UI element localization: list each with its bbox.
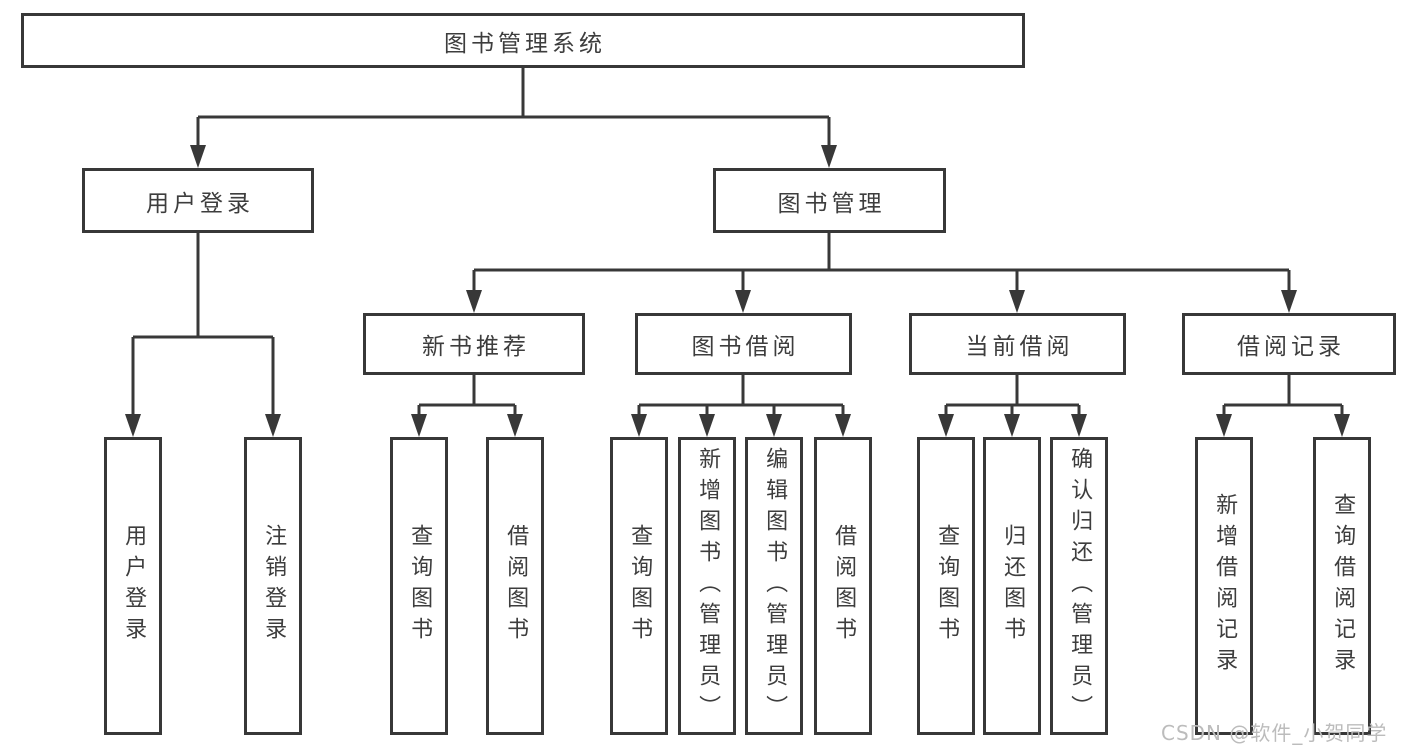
node-user-login: 用户登录 (82, 168, 314, 233)
leaf-label: 用户登录 (121, 524, 147, 648)
arrow-down-icon (190, 145, 206, 168)
leaf-query-books: 查询图书 (917, 437, 975, 735)
node-label: 当前借阅 (965, 334, 1074, 360)
connector-userlogin-to-leaves (131, 232, 275, 420)
arrowheads (125, 145, 1350, 437)
leaf-borrow-books: 借阅图书 (486, 437, 544, 735)
connector-root-to-level2 (196, 66, 831, 150)
arrow-down-icon (1071, 414, 1087, 437)
node-label: 用户登录 (146, 190, 254, 217)
node-borrow-records: 借阅记录 (1182, 313, 1396, 375)
leaf-confirm-return-admin: 确认归还（管理员） (1050, 437, 1108, 735)
connector-newbook-to-leaves (417, 374, 517, 420)
node-book-management: 图书管理 (713, 168, 946, 233)
arrow-down-icon (699, 414, 715, 437)
leaf-label: 注销登录 (261, 524, 287, 648)
leaf-borrow-books: 借阅图书 (814, 437, 872, 735)
node-current-borrow: 当前借阅 (909, 313, 1126, 375)
connector-bookmgmt-to-level3 (472, 232, 1291, 295)
leaf-return-books: 归还图书 (983, 437, 1041, 735)
leaf-edit-books-admin: 编辑图书（管理员） (745, 437, 803, 735)
arrow-down-icon (507, 414, 523, 437)
arrow-down-icon (265, 414, 281, 437)
leaf-label: 查询借阅记录 (1330, 493, 1356, 679)
arrow-down-icon (821, 145, 837, 168)
arrow-down-icon (1334, 414, 1350, 437)
leaf-query-borrow-record: 查询借阅记录 (1313, 437, 1371, 735)
leaf-label: 借阅图书 (503, 524, 529, 648)
leaf-label: 确认归还（管理员） (1067, 446, 1093, 726)
csdn-watermark: CSDN @软件_小贺同学 (1161, 721, 1388, 745)
arrow-down-icon (938, 414, 954, 437)
leaf-label: 查询图书 (407, 524, 433, 648)
leaf-label: 新增图书（管理员） (695, 446, 721, 726)
leaf-add-books-admin: 新增图书（管理员） (678, 437, 736, 735)
arrow-down-icon (1281, 290, 1297, 313)
leaf-logout-login: 注销登录 (244, 437, 302, 735)
arrow-down-icon (766, 414, 782, 437)
node-label: 借阅记录 (1237, 334, 1345, 360)
arrow-down-icon (835, 414, 851, 437)
node-label: 新书推荐 (422, 334, 530, 360)
leaf-query-books: 查询图书 (610, 437, 668, 735)
connector-borrowrecords-to-leaves (1222, 374, 1344, 420)
arrow-down-icon (1004, 414, 1020, 437)
arrow-down-icon (411, 414, 427, 437)
arrow-down-icon (735, 290, 751, 313)
leaf-query-books: 查询图书 (390, 437, 448, 735)
arrow-down-icon (466, 290, 482, 313)
node-book-borrow: 图书借阅 (635, 313, 852, 375)
leaf-label: 查询图书 (934, 524, 960, 648)
leaf-label: 新增借阅记录 (1212, 493, 1238, 679)
node-new-book-recommend: 新书推荐 (363, 313, 585, 375)
leaf-add-borrow-record: 新增借阅记录 (1195, 437, 1253, 735)
connector-currentborrow-to-leaves (944, 374, 1081, 420)
connector-bookborrow-to-leaves (637, 374, 845, 420)
leaf-label: 归还图书 (1000, 524, 1026, 648)
node-label: 图书管理系统 (444, 30, 606, 57)
leaf-user-login: 用户登录 (104, 437, 162, 735)
arrow-down-icon (631, 414, 647, 437)
leaf-label: 编辑图书（管理员） (762, 446, 788, 726)
leaf-label: 借阅图书 (831, 524, 857, 648)
leaf-label: 查询图书 (627, 524, 653, 648)
arrow-down-icon (1216, 414, 1232, 437)
node-library-management-system: 图书管理系统 (21, 13, 1025, 68)
node-label: 图书管理 (777, 190, 886, 217)
arrow-down-icon (1009, 290, 1025, 313)
node-label: 图书借阅 (691, 334, 800, 360)
arrow-down-icon (125, 414, 141, 437)
